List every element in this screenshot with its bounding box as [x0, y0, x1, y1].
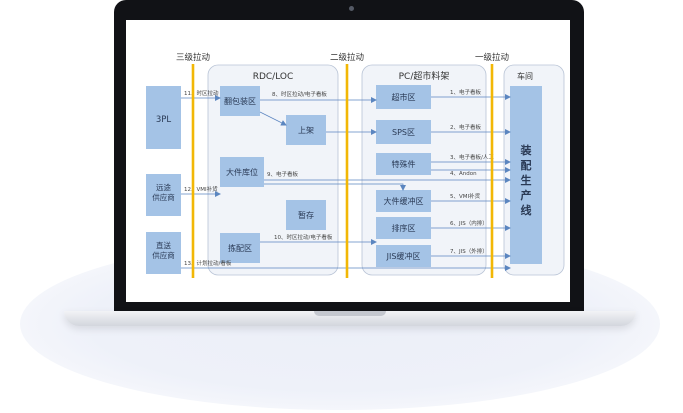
box-special: 特殊件	[376, 153, 431, 175]
svg-text:装: 装	[520, 143, 532, 157]
box-assembly-line	[510, 86, 542, 264]
flow-label-3: 3、电子看板/人工	[450, 153, 494, 161]
box-supermarket: 超市区	[376, 85, 431, 109]
tier-level2-label: 二级拉动	[330, 52, 365, 63]
flow-arrows	[181, 94, 511, 271]
svg-text:配: 配	[521, 158, 532, 172]
logistics-pull-diagram: RDC/LOC PC/超市料架 车间 三级拉动 二级拉动 一级拉动 3PL 远途…	[146, 52, 565, 278]
box-3pl: 3PL	[146, 86, 181, 149]
svg-text:生: 生	[521, 173, 532, 187]
flow-label-6: 6、JIS（内排）	[450, 219, 488, 227]
box-3pl-label: 3PL	[156, 115, 172, 125]
box-repack-label: 翻包装区	[224, 96, 256, 106]
arrow-bulk-buffer	[264, 183, 406, 191]
laptop-hinge-notch	[314, 311, 386, 316]
box-supermarket-label: 超市区	[392, 92, 416, 102]
box-sps-label: SPS区	[392, 128, 415, 137]
svg-text:产: 产	[521, 188, 532, 202]
flow-label-5: 5、VMI补货	[450, 192, 481, 200]
flow-label-10: 10、时区拉动/电子看板	[274, 233, 333, 241]
box-repack: 翻包装区	[220, 86, 260, 116]
box-temp-storage: 暂存	[286, 200, 326, 230]
flow-label-2: 2、电子看板	[450, 123, 481, 131]
box-sequencing: 排序区	[376, 217, 431, 239]
box-shelving-label: 上架	[298, 126, 314, 135]
box-picking-label: 拣配区	[228, 243, 252, 253]
box-bulk-buffer: 大件缓冲区	[376, 190, 431, 212]
box-direct-supplier-label: 直送供应商	[152, 240, 175, 260]
box-remote-supplier: 远途供应商	[146, 174, 181, 216]
arrow-repack-shelving	[259, 111, 287, 126]
flow-label-12: 12、VMI补货	[184, 185, 218, 193]
box-picking: 拣配区	[220, 233, 260, 263]
flow-label-9: 9、电子看板	[267, 170, 298, 178]
box-direct-supplier: 直送供应商	[146, 232, 181, 274]
box-sequencing-label: 排序区	[392, 223, 416, 233]
box-shelving: 上架	[286, 115, 326, 145]
box-jis-buffer-label: JIS缓冲区	[386, 251, 421, 261]
box-temp-storage-label: 暂存	[298, 210, 314, 220]
box-bulk-storage-label: 大件库位	[226, 167, 258, 177]
laptop-base	[64, 311, 636, 326]
box-bulk-buffer-label: 大件缓冲区	[384, 196, 424, 206]
box-assembly-line-label: 装 配 生 产 线	[520, 143, 532, 217]
tier-level3-label: 三级拉动	[176, 52, 211, 63]
flow-label-7: 7、JIS（外排）	[450, 247, 488, 255]
laptop-screen: RDC/LOC PC/超市料架 车间 三级拉动 二级拉动 一级拉动 3PL 远途…	[126, 20, 570, 302]
flow-label-4: 4、Andon	[450, 171, 477, 177]
svg-text:线: 线	[521, 203, 532, 217]
tier-level1-label: 一级拉动	[475, 52, 510, 63]
zone-pc-label: PC/超市料架	[399, 70, 450, 82]
flow-label-13: 13、计划拉动/看板	[184, 259, 232, 267]
box-jis-buffer: JIS缓冲区	[376, 245, 431, 267]
box-sps: SPS区	[376, 120, 431, 144]
box-special-label: 特殊件	[392, 159, 416, 169]
box-remote-supplier-label: 远途供应商	[152, 182, 175, 202]
flow-label-11: 11、时区拉动	[184, 89, 219, 97]
flow-label-1: 1、电子看板	[450, 88, 481, 96]
zone-workshop-label: 车间	[517, 71, 533, 81]
webcam-icon	[349, 6, 354, 11]
zone-rdc-label: RDC/LOC	[253, 72, 294, 82]
flow-label-8: 8、时区拉动/电子看板	[272, 90, 327, 98]
box-bulk-storage: 大件库位	[220, 157, 264, 187]
